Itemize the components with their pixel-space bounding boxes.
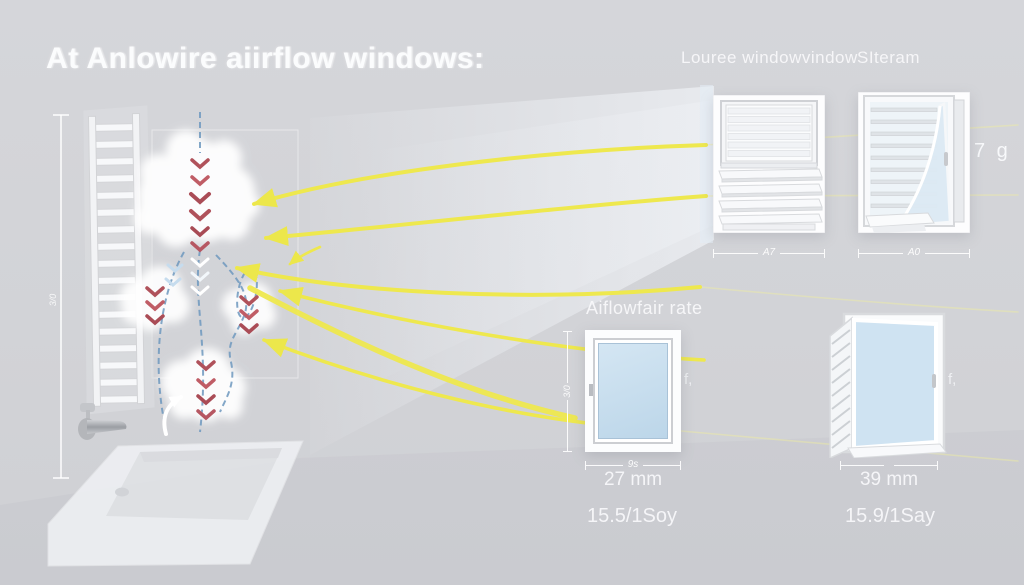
louver-window-icon	[713, 95, 825, 233]
steam-label: SIteram	[857, 48, 921, 67]
scene-height-dimension: 3/0	[48, 114, 69, 479]
rising-air-arrow-icon	[162, 395, 183, 436]
condensation-chevron-icons	[145, 158, 259, 421]
window-handle-icon	[932, 374, 936, 388]
steam-cloud-large-icon	[134, 130, 260, 247]
window-handle-icon	[944, 152, 948, 166]
open-window-icon	[829, 312, 947, 458]
closed-window-note: f,	[684, 371, 693, 388]
window-frame	[593, 338, 673, 444]
open-window-diagram	[828, 308, 958, 458]
window-glass	[852, 317, 938, 451]
tub-drain-icon	[115, 487, 129, 497]
bathtub-icon	[47, 440, 304, 567]
scene-height-dim-label: 3/0	[48, 294, 58, 307]
closed-window-height-dimension: 3/0	[562, 331, 572, 452]
open-window-width-dimension	[840, 460, 938, 470]
window-handle-icon	[589, 384, 593, 396]
closed-height-dim-label: 3/0	[561, 385, 572, 398]
casement-note: 7 g	[974, 140, 1011, 162]
closed-window-width-dimension: 9s	[585, 460, 681, 470]
steam-cloud-small-icon	[120, 266, 190, 331]
open-casement-icon	[858, 92, 970, 233]
bath-faucet-icon	[78, 403, 127, 440]
airflow-rate-heading: Aiflowfair rate	[586, 298, 703, 318]
open-window-gap-value: 39 mm	[859, 469, 919, 490]
louver-window-label: Louree windowvindow	[681, 48, 858, 67]
closed-window-rate-value: 15.5/1Soy	[586, 505, 678, 527]
louver-dim-label: A7	[762, 247, 776, 258]
louver-window-diagram	[713, 95, 825, 233]
page-title: At Anlowire aiirflow windows:	[46, 42, 485, 75]
louver-window-dimension: A7	[713, 247, 826, 258]
open-window-rate-value: 15.9/1Say	[844, 505, 936, 527]
casement-dim-label: A0	[907, 247, 921, 258]
towel-radiator-icon	[83, 105, 155, 415]
casement-window-dimension: A0	[858, 247, 971, 258]
closed-width-dim-label: 9s	[627, 459, 639, 470]
casement-window-diagram	[858, 92, 970, 233]
window-glass	[598, 343, 668, 439]
closed-window-gap-value: 27 mm	[603, 469, 663, 490]
open-window-note: f,	[948, 371, 957, 388]
closed-window-diagram	[585, 330, 681, 452]
air-chevron-icons	[164, 257, 210, 296]
